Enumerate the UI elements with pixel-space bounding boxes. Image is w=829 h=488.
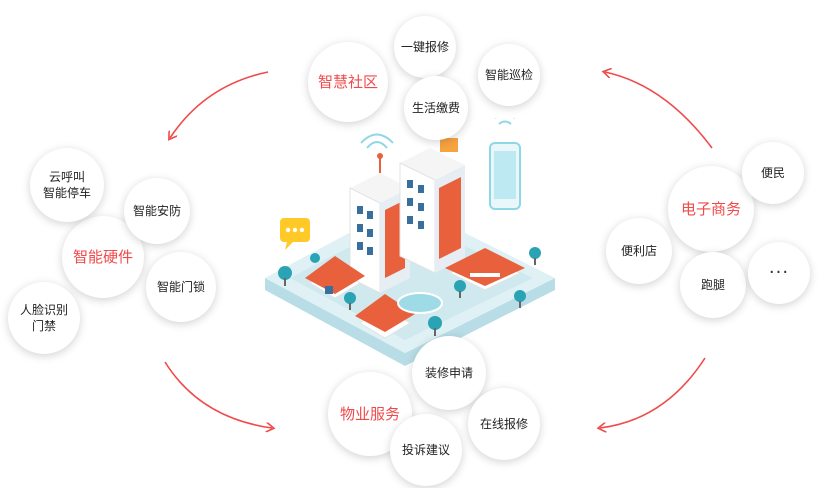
item-more-label: ··· [768,261,790,283]
arrow-top-left [170,71,269,138]
item-convenience[interactable]: 便民 [742,142,804,204]
item-errand-label: 跑腿 [700,277,725,292]
item-errand[interactable]: 跑腿 [680,252,746,318]
item-online-repair[interactable]: 在线报修 [468,388,540,460]
tower-right [399,138,465,274]
hub-ecommerce[interactable]: 电子商务 [668,166,754,252]
arrow-top-right [605,72,713,149]
item-renovation-request[interactable]: 装修申请 [412,336,486,410]
tower-left [349,153,410,294]
smartphone-icon [489,118,521,210]
item-online-repair-label: 在线报修 [479,416,528,431]
smart-community-illustration [265,118,555,366]
item-convenience-label: 便民 [760,165,785,180]
item-cloud-call-parking-label: 云呼叫 智能停车 [42,169,91,200]
item-face-access-label: 人脸识别 门禁 [19,302,68,333]
item-convenience-store-label: 便利店 [620,243,657,258]
item-more[interactable]: ··· [748,242,810,304]
trees [278,247,541,336]
item-smart-security[interactable]: 智能安防 [124,178,190,244]
item-cloud-call-parking[interactable]: 云呼叫 智能停车 [30,148,104,222]
hub-property-service[interactable]: 物业服务 [328,372,412,456]
item-smart-security-label: 智能安防 [132,203,181,218]
arrow-bottom-left [164,361,272,428]
arrow-bottom-right [600,357,706,428]
item-one-key-repair-label: 一键报修 [400,39,449,54]
item-one-key-repair[interactable]: 一键报修 [394,16,456,78]
item-life-payment-label: 生活缴费 [411,100,460,115]
item-complaint-label: 投诉建议 [401,442,450,457]
wifi-icon [360,133,394,149]
house-bottom [355,294,415,339]
shop-right [445,248,525,291]
hub-smart-community-label: 智慧社区 [317,72,378,91]
item-smart-patrol-label: 智能巡检 [484,67,533,82]
hub-property-service-label: 物业服务 [339,404,400,423]
item-convenience-store[interactable]: 便利店 [606,218,672,284]
item-smart-lock[interactable]: 智能门锁 [146,252,216,322]
item-smart-patrol[interactable]: 智能巡检 [478,44,540,106]
item-renovation-request-label: 装修申请 [424,365,473,380]
item-life-payment[interactable]: 生活缴费 [404,76,468,140]
hub-ecommerce-label: 电子商务 [680,199,741,218]
fountain-icon [397,292,443,314]
item-face-access[interactable]: 人脸识别 门禁 [8,282,80,354]
item-smart-lock-label: 智能门锁 [156,279,205,294]
chat-bubble-icon [280,218,310,250]
hub-smart-hardware[interactable]: 智能硬件 [62,216,144,298]
item-complaint[interactable]: 投诉建议 [390,414,462,486]
hub-smart-community[interactable]: 智慧社区 [308,42,388,122]
house-left [305,256,365,299]
hub-smart-hardware-label: 智能硬件 [72,247,133,266]
